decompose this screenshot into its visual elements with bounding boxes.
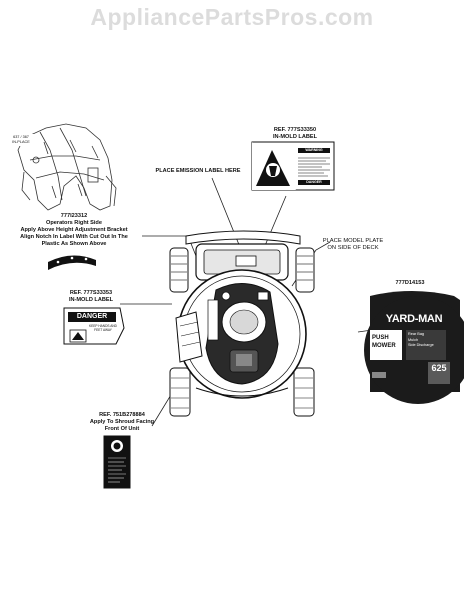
left-callout-ref: 777I23312 bbox=[60, 213, 88, 219]
mower-text: MOWER bbox=[372, 343, 396, 349]
mid-label-sub-text: KEEP HANDS AND FEET AWAY bbox=[89, 324, 117, 332]
feature-list: Rear Bag Mulch Side Discharge bbox=[408, 332, 446, 349]
lawn-mower-top-view bbox=[169, 230, 315, 417]
top-callout: REF. 777S33350 IN-MOLD LABEL bbox=[260, 127, 330, 141]
right-callout-ref: 777D14153 bbox=[395, 280, 425, 286]
top-label-warning-text: WARNING bbox=[305, 148, 323, 152]
left-callout-line-1: Operators Right Side bbox=[46, 220, 102, 226]
feature-item: Rear Bag bbox=[408, 332, 425, 336]
sketch-tag-text: 637 / 367 IN-PLACE bbox=[4, 135, 38, 144]
top-label-danger-text: DANGER bbox=[306, 180, 322, 184]
model-plate-callout: PLACE MODEL PLATE ON SIDE OF DECK bbox=[318, 238, 388, 252]
emission-label-spot bbox=[235, 255, 257, 267]
mower-wheels bbox=[169, 247, 315, 417]
bottom-callout: REF. 751B278884 Apply To Shroud Facing F… bbox=[82, 412, 162, 433]
shroud-label bbox=[103, 435, 131, 489]
height-bracket-label bbox=[48, 255, 96, 270]
mid-label-danger-text: DANGER bbox=[76, 313, 108, 320]
mid-callout: REF. 777S33353 IN-MOLD LABEL bbox=[56, 290, 126, 304]
product-label-circle bbox=[364, 291, 464, 404]
watermark: AppliancePartsPros.com bbox=[90, 4, 374, 30]
sketch-tag-bg bbox=[6, 134, 36, 146]
bottom-callout-line-2: Front Of Unit bbox=[104, 426, 140, 432]
bottom-callout-line-1: Apply To Shroud Facing bbox=[89, 419, 155, 425]
model-plate-line-2: ON SIDE OF DECK bbox=[327, 245, 379, 251]
feature-item: Side Discharge bbox=[408, 343, 434, 347]
model-plate-line-1: PLACE MODEL PLATE bbox=[322, 238, 384, 244]
side-discharge-chute bbox=[175, 311, 203, 363]
mid-callout-desc: IN-MOLD LABEL bbox=[68, 297, 114, 303]
mid-callout-ref: REF. 777S33353 bbox=[69, 290, 113, 296]
push-text: PUSH bbox=[372, 335, 389, 341]
top-callout-desc: IN-MOLD LABEL bbox=[272, 134, 318, 140]
handle-assembly-sketch bbox=[17, 123, 117, 211]
left-callout-line-2: Apply Above Height Adjustment Bracket bbox=[20, 227, 128, 233]
sketch-tag-line-2: IN-PLACE bbox=[12, 139, 30, 144]
model-number-text: 625 bbox=[431, 363, 447, 373]
emission-callout: PLACE EMISSION LABEL HERE bbox=[155, 168, 241, 174]
sketch-tag-line-1: 637 / 367 bbox=[13, 135, 29, 139]
top-callout-ref: REF. 777S33350 bbox=[273, 127, 317, 133]
left-callout-line-3: Align Notch In Label With Cut Out In The bbox=[20, 234, 128, 240]
brand-logo-text: YARD-MAN bbox=[385, 313, 443, 325]
left-callout-line-4: Plastic As Shown Above bbox=[41, 241, 107, 247]
top-danger-label bbox=[251, 141, 335, 191]
left-callout: 777I23312 Operators Right Side Apply Abo… bbox=[4, 213, 144, 248]
rear-handle-bar bbox=[185, 230, 301, 245]
mid-danger-label bbox=[63, 307, 125, 345]
bottom-callout-ref: REF. 751B278884 bbox=[99, 412, 145, 418]
feature-item: Mulch bbox=[408, 337, 419, 342]
push-mower-text: PUSH MOWER bbox=[372, 334, 402, 350]
